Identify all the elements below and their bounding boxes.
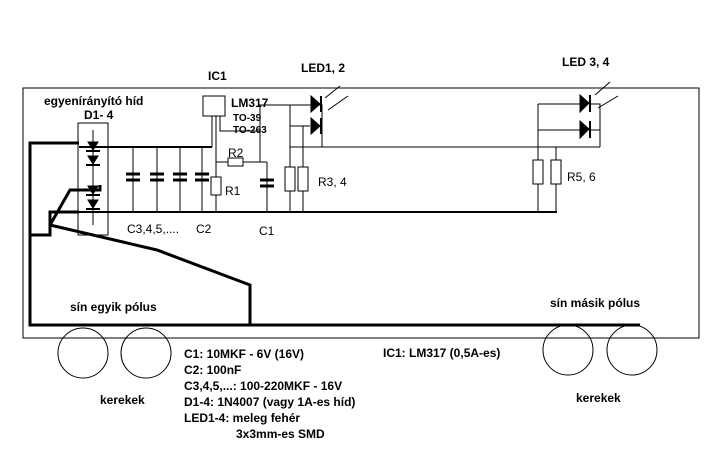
- ic1-label: IC1: [208, 69, 227, 83]
- led-3-4: [537, 81, 619, 147]
- d14-label: D1- 4: [84, 108, 114, 122]
- wheels-right-label: kerekek: [576, 391, 621, 405]
- c1-label: C1: [259, 224, 275, 238]
- c345-label: C3,4,5,....: [127, 222, 179, 236]
- resistors-r3-r4: [284, 126, 309, 212]
- parts-list-smd: 3x3mm-es SMD: [236, 427, 325, 441]
- parts-list-c1: C1: 10MKF - 6V (16V): [184, 347, 304, 361]
- resistors-r5-r6: [532, 130, 562, 212]
- bridge-label: egyenírányító híd: [44, 94, 143, 108]
- resistor-r1: [210, 176, 222, 196]
- c2-label: C2: [196, 222, 212, 236]
- wheel-left-2: [120, 327, 172, 379]
- locomotive-body-outline: [22, 87, 700, 339]
- wheel-right-1: [542, 324, 594, 376]
- ic-note: IC1: LM317 (0,5A-es): [383, 346, 500, 360]
- capacitor-c2: [195, 147, 209, 212]
- led-1-2: [289, 85, 349, 148]
- led34-label: LED 3, 4: [562, 55, 610, 69]
- regulator-adj: [215, 116, 228, 163]
- wheel-right-2: [606, 324, 658, 376]
- to263-label: TO-263: [233, 125, 267, 136]
- right-rail-wire: [30, 210, 79, 237]
- parts-list-led: LED1-4: meleg fehér: [184, 411, 300, 425]
- led12-label: LED1, 2: [301, 61, 345, 75]
- r1-label: R1: [225, 184, 241, 198]
- to39-label: TO-39: [233, 113, 262, 124]
- parts-list-c345: C3,4,5,...: 100-220MKF - 16V: [184, 379, 342, 393]
- capacitor-c1: [260, 161, 274, 212]
- lm317-regulator: [202, 95, 226, 117]
- wheels-left-label: kerekek: [100, 393, 145, 407]
- filter-capacitors: [126, 147, 187, 212]
- lm317-label: LM317: [231, 96, 269, 110]
- parts-list-c2: C2: 100nF: [184, 363, 241, 377]
- left-rail-wire-2: [48, 185, 102, 226]
- wheel-left-1: [57, 327, 109, 379]
- rail-right-label: sín másik pólus: [550, 296, 640, 310]
- rail-left-label: sín egyik pólus: [70, 300, 157, 314]
- r56-label: R5, 6: [567, 170, 596, 184]
- bridge-diodes: [86, 130, 100, 225]
- parts-list-d14: D1-4: 1N4007 (vagy 1A-es híd): [184, 395, 355, 409]
- r34-label: R3, 4: [318, 175, 347, 189]
- r2-label: R2: [228, 146, 244, 160]
